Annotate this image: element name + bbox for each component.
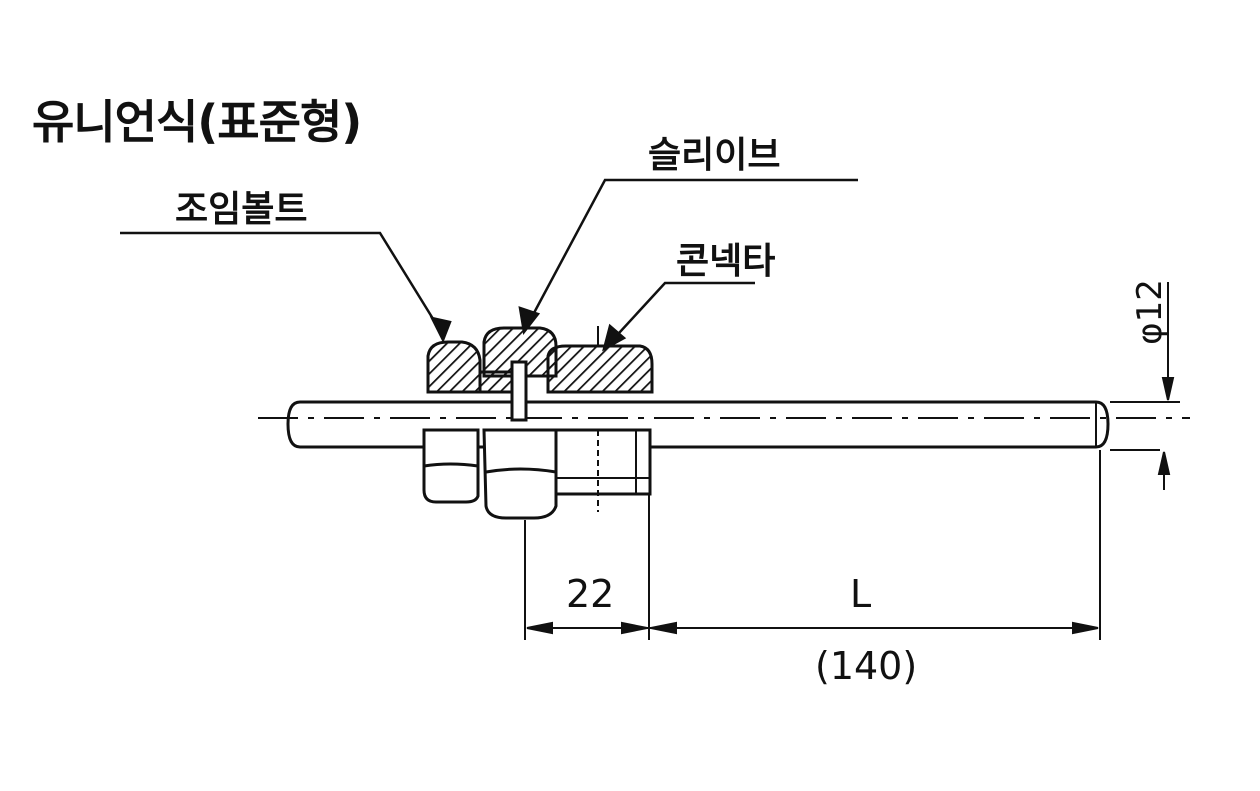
leader-sleeve <box>518 178 858 336</box>
dimension-diameter: φ12 <box>1130 279 1170 345</box>
protection-tube <box>286 400 1110 449</box>
label-sleeve: 슬리이브 <box>648 135 781 176</box>
label-connector: 콘넥타 <box>676 241 776 282</box>
label-joint-bolt: 조임볼트 <box>175 189 308 230</box>
dimension-length-default: (140) <box>815 644 918 688</box>
diagram-title: 유니언식(표준형) <box>32 95 362 149</box>
dimension-lines <box>524 282 1180 640</box>
leader-joint-bolt <box>120 231 452 344</box>
leader-connector <box>602 281 755 352</box>
sleeve-part <box>482 326 558 520</box>
dimension-thread-length: 22 <box>566 572 615 616</box>
dimension-length: L <box>850 572 872 616</box>
connector-part <box>546 326 654 512</box>
